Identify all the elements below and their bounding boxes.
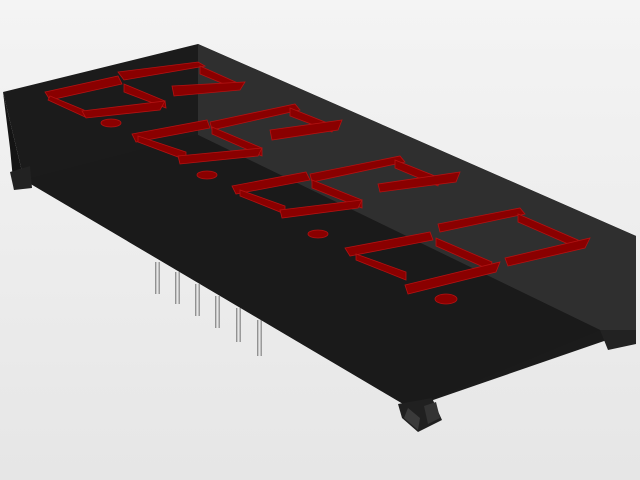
digit-4 (344, 207, 591, 305)
digit-1 (44, 61, 246, 128)
digit-3 (231, 155, 461, 239)
pins (155, 262, 262, 356)
digit-2 (131, 103, 343, 180)
digits (44, 61, 591, 305)
